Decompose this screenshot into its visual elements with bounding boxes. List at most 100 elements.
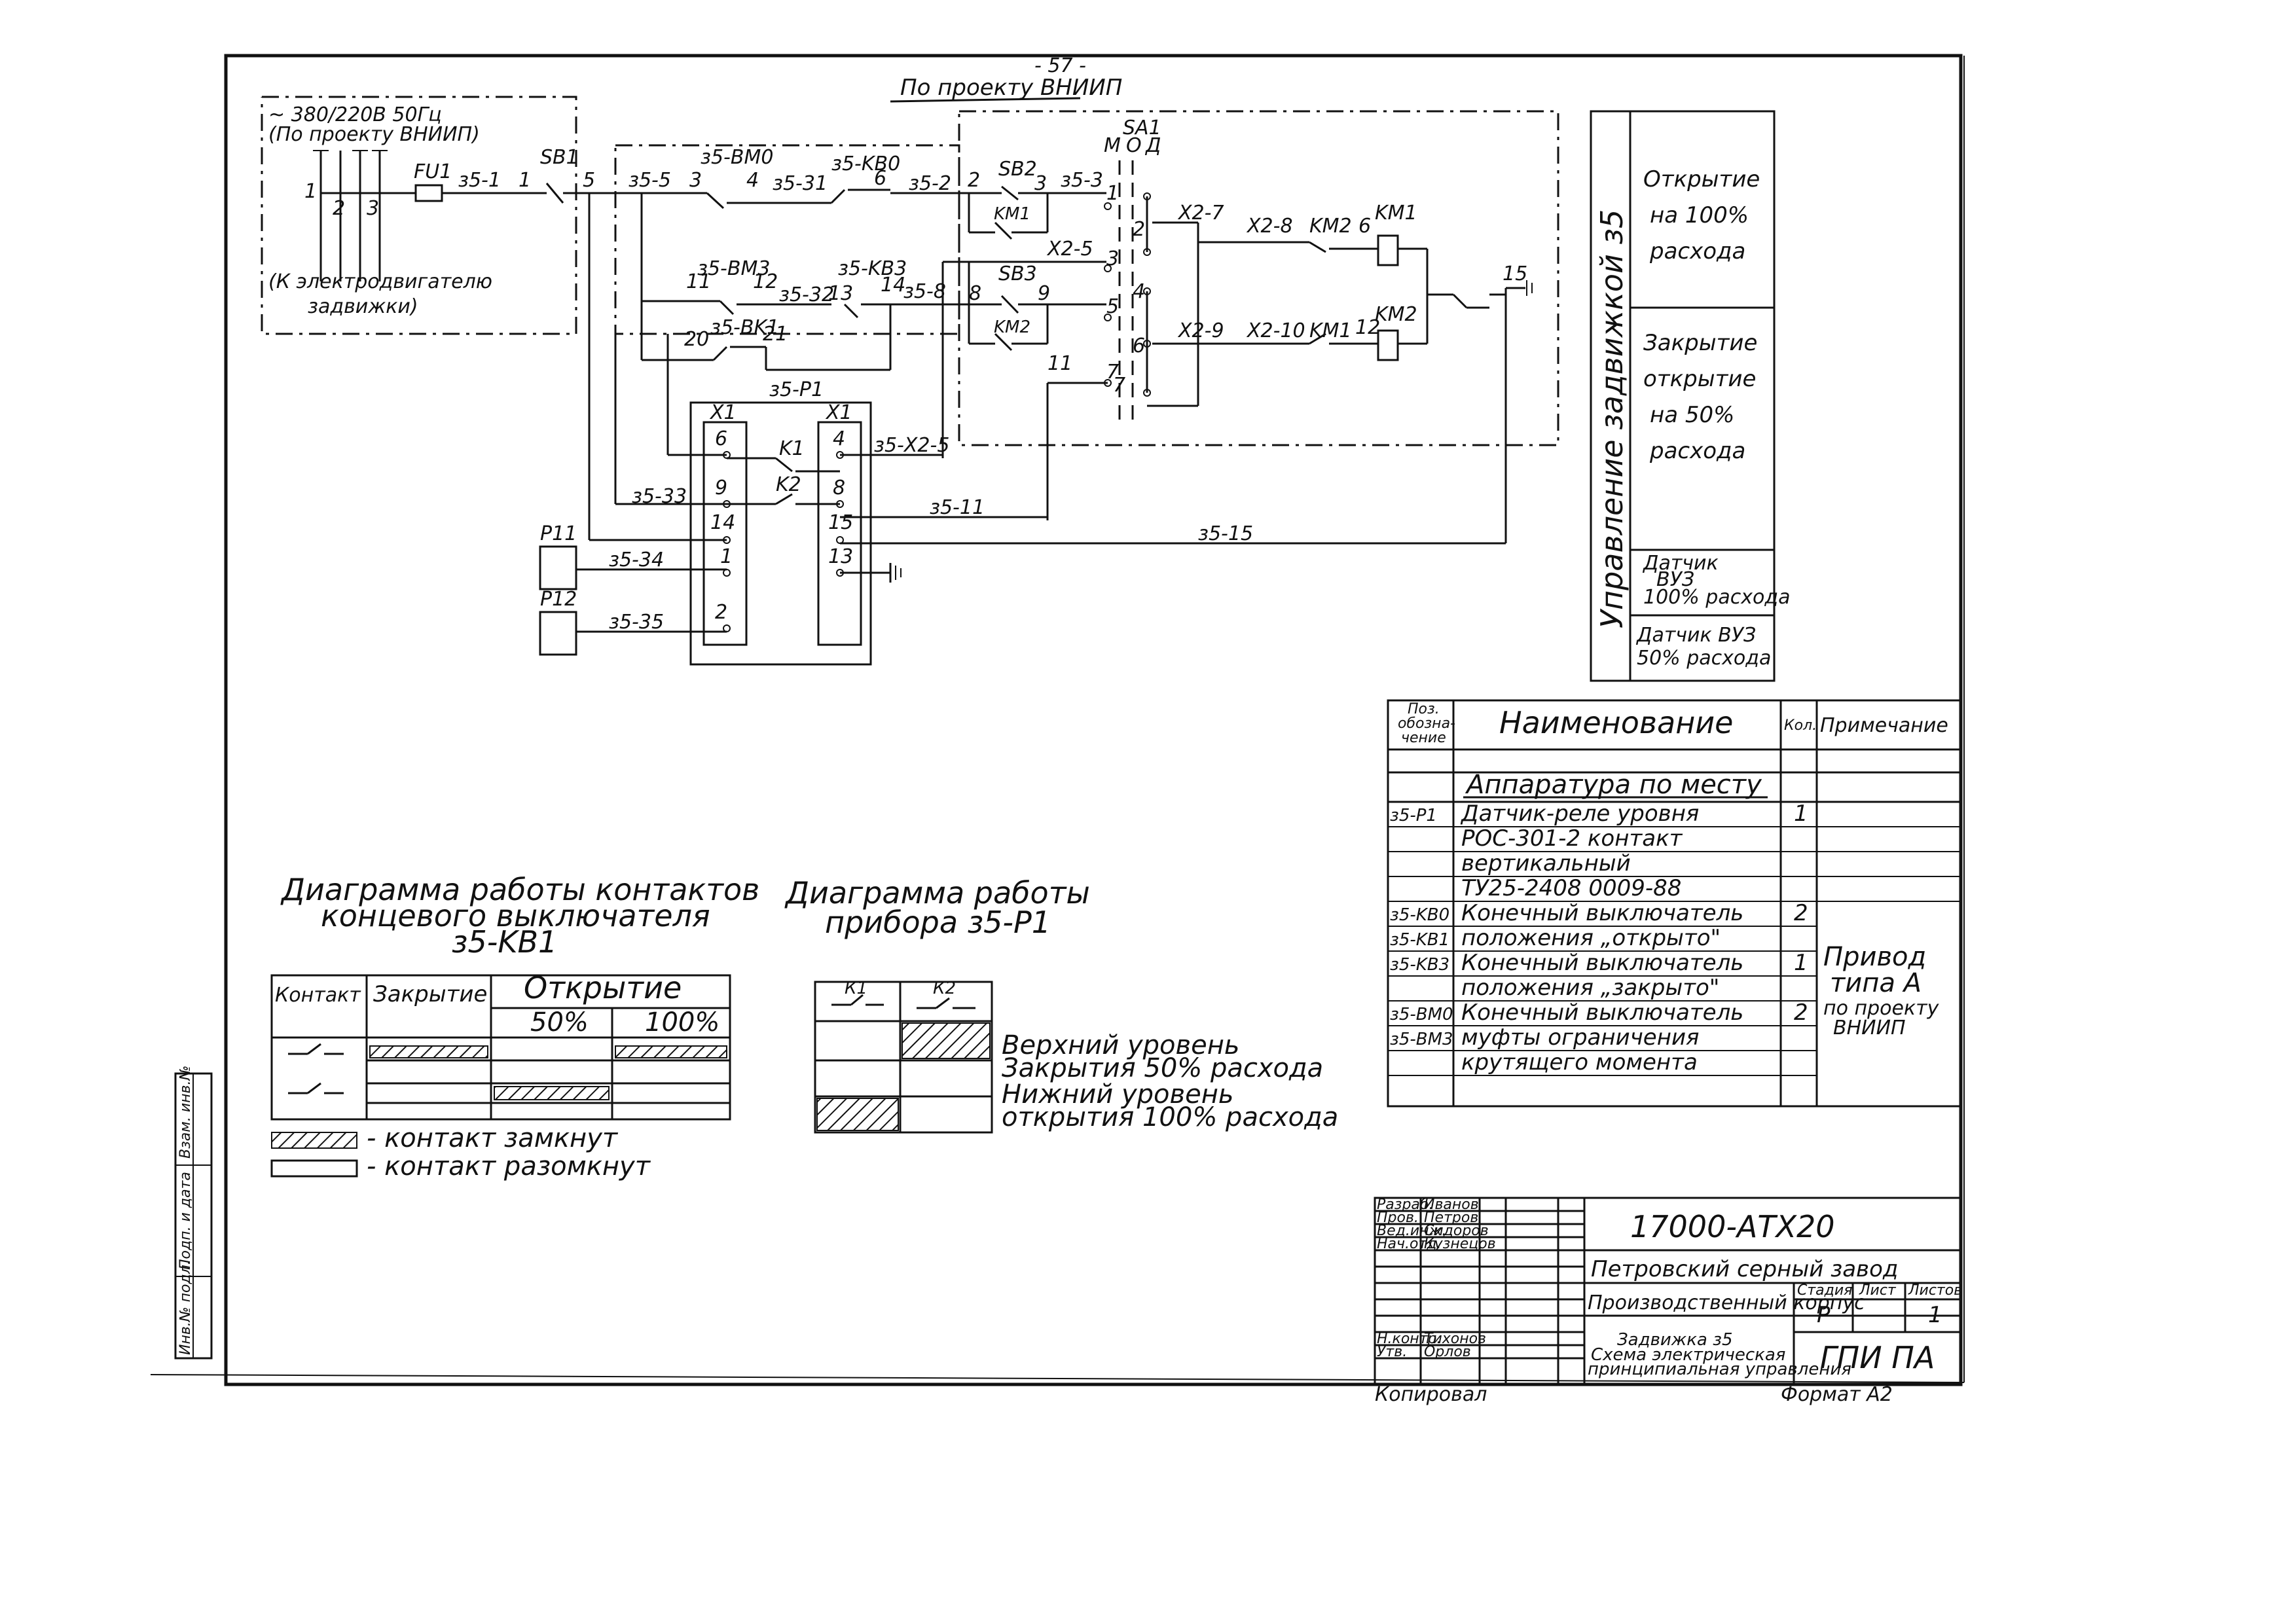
side-panel: Управление задвижкой з5 Открытие на 100%… bbox=[1590, 110, 1790, 682]
tb-person-name: Иванов bbox=[1424, 1197, 1479, 1213]
relay-block: з5-P1 X1 X1 6 9 14 1 2 4 8 15 13 K1 K2 bbox=[689, 378, 872, 666]
sa1-o: О bbox=[1126, 134, 1142, 157]
node-13: 13 bbox=[828, 282, 853, 305]
left-stamp-strip: Взам. инв.№ Подп. и дата Инв.№ подл. bbox=[174, 1066, 213, 1360]
sensor-p11 bbox=[539, 545, 577, 590]
tb-plant: Петровский серный завод bbox=[1591, 1256, 1898, 1282]
node-20: 20 bbox=[684, 328, 709, 351]
node-3c: 3 bbox=[1034, 172, 1047, 195]
tb-sheets-label: Листов bbox=[1908, 1282, 1962, 1299]
spec-row-name: ТУ25-2408 0009-88 bbox=[1461, 875, 1681, 901]
side-vertical-title: Управление задвижкой з5 bbox=[1594, 209, 1630, 628]
spec-row-pos: з5-KB3 bbox=[1390, 955, 1449, 975]
side-row4-a: Датчик ВУЗ bbox=[1635, 624, 1756, 647]
spec-row-pos: з5-BM0 bbox=[1390, 1005, 1453, 1024]
fu1-label: FU1 bbox=[414, 160, 452, 183]
sensor-p12 bbox=[539, 611, 577, 656]
wire-label-x210: Х2-10 bbox=[1246, 319, 1305, 342]
merged-note-1: Привод bbox=[1823, 942, 1926, 972]
control-circuit: FU1 з5-1 1 SB1 5 з5-5 3 з5-BM0 4 з5-31 з… bbox=[321, 117, 1533, 543]
spec-row-name: крутящего момента bbox=[1461, 1049, 1698, 1075]
diag1-col-100: 100% bbox=[645, 1007, 720, 1038]
spec-row-name: положения „закрыто" bbox=[1461, 975, 1719, 1001]
wire-label-w31: з5-31 bbox=[773, 172, 828, 195]
k2-label: K2 bbox=[776, 473, 801, 496]
sb2-label: SB2 bbox=[998, 158, 1037, 181]
side-row2-c: на 50% bbox=[1650, 402, 1734, 428]
tb-role: Нач.отд. bbox=[1377, 1236, 1442, 1252]
coil-km2 bbox=[1377, 329, 1399, 361]
sa-node-4: 4 bbox=[1133, 280, 1145, 303]
wire-label-x29: Х2-9 bbox=[1177, 319, 1224, 342]
k1-label: K1 bbox=[779, 437, 805, 460]
tb-org: ГПИ ПА bbox=[1820, 1340, 1935, 1375]
node-14: 14 bbox=[881, 274, 905, 297]
merged-note-3: по проекту bbox=[1823, 997, 1940, 1020]
side-row3-a: Датчик bbox=[1642, 552, 1719, 575]
wire-label-w33: з5-33 bbox=[632, 485, 687, 508]
contact-diagram-kb1: Диаграмма работы контактов концевого вык… bbox=[270, 872, 759, 1121]
xr-8: 8 bbox=[833, 477, 845, 499]
node-8: 8 bbox=[969, 282, 981, 305]
bk1-label: з5-BK1 bbox=[710, 316, 779, 339]
title-block: Разраб.ИвановПров.ПетровВед.инж.СидоровН… bbox=[1374, 1197, 1962, 1406]
node-3: 3 bbox=[367, 197, 379, 220]
relay-label: з5-P1 bbox=[769, 378, 824, 401]
tb-role: Н.контр. bbox=[1377, 1331, 1441, 1347]
tb-person-name: Сидоров bbox=[1424, 1223, 1489, 1239]
node-6: 6 bbox=[874, 167, 886, 190]
xl-9: 9 bbox=[715, 477, 727, 499]
diag2-label-2: Закрытия 50% расхода bbox=[1002, 1053, 1323, 1083]
wire-label-x28: Х2-8 bbox=[1246, 215, 1293, 238]
node-1: 1 bbox=[304, 180, 317, 203]
relay-diagram-p1: Диаграмма работы прибора з5-P1 К1 К2 Вер… bbox=[784, 875, 1338, 1134]
wire-label-w15: з5-15 bbox=[1198, 522, 1253, 545]
bm3-label: з5-BM3 bbox=[697, 257, 770, 280]
node-3b: 3 bbox=[689, 169, 702, 192]
node-11: 11 bbox=[686, 270, 711, 293]
merged-note-4: ВНИИП bbox=[1833, 1017, 1906, 1039]
spec-row-name: Конечный выключатель bbox=[1461, 950, 1743, 976]
hdr-pos-1: Поз. bbox=[1408, 701, 1440, 717]
tb-format: Формат А2 bbox=[1781, 1383, 1893, 1406]
diag2-k2: К2 bbox=[933, 979, 956, 998]
diag1-title-1: Диаграмма работы контактов bbox=[280, 872, 759, 907]
spec-row-name: Конечный выключатель bbox=[1461, 1000, 1743, 1026]
tb-stage: Р bbox=[1817, 1302, 1831, 1328]
spec-row-qty: 2 bbox=[1794, 900, 1808, 926]
side-row2-a: Закрытие bbox=[1643, 330, 1757, 356]
relay-wiring: з5-33 з5-Х2-5 з5-11 з5-15 P11 з5-34 P12 … bbox=[539, 193, 1506, 656]
side-row4-b: 50% расхода bbox=[1637, 647, 1771, 670]
diag1-col-50: 50% bbox=[530, 1007, 589, 1038]
diag2-label-4: открытия 100% расхода bbox=[1002, 1102, 1338, 1132]
sa-node-7: 7 bbox=[1106, 361, 1119, 384]
xr-13: 13 bbox=[828, 545, 853, 568]
wire-label-wx25: з5-Х2-5 bbox=[874, 434, 949, 457]
fuse-fu1 bbox=[414, 184, 443, 202]
coil-km1 bbox=[1377, 234, 1399, 266]
node-5: 5 bbox=[583, 169, 595, 192]
spec-row-pos: з5-KB1 bbox=[1390, 930, 1449, 950]
spec-row-name: Датчик-реле уровня bbox=[1460, 801, 1699, 827]
x1-left-label: X1 bbox=[709, 401, 737, 424]
tb-copied: Копировал bbox=[1375, 1383, 1487, 1406]
bm0-label: з5-BM0 bbox=[701, 146, 773, 169]
tb-person-name: Орлов bbox=[1424, 1344, 1471, 1360]
sb1-label: SB1 bbox=[540, 146, 579, 169]
supply-voltage: ~ 380/220В 50Гц bbox=[268, 103, 442, 126]
diag1-col-contact: Контакт bbox=[275, 984, 361, 1007]
supply-block: ~ 380/220В 50Гц (По проекту ВНИИП) (К эл… bbox=[268, 103, 492, 318]
tb-person-name: Кузнецов bbox=[1424, 1236, 1496, 1252]
node-12b: 12 bbox=[1355, 316, 1380, 339]
strip-text-3: Инв.№ подл. bbox=[177, 1260, 194, 1355]
node-11b: 11 bbox=[1048, 352, 1072, 375]
node-2: 2 bbox=[333, 197, 345, 220]
diag2-label-1: Верхний уровень bbox=[1002, 1030, 1239, 1060]
tb-role: Разраб. bbox=[1377, 1197, 1433, 1213]
side-row2-d: расхода bbox=[1649, 438, 1745, 464]
km1-coil-label: KM1 bbox=[1375, 202, 1417, 225]
tb-role: Вед.инж. bbox=[1377, 1223, 1446, 1239]
spec-row-qty: 1 bbox=[1794, 950, 1808, 976]
spec-row-pos: з5-BM3 bbox=[1390, 1030, 1453, 1049]
